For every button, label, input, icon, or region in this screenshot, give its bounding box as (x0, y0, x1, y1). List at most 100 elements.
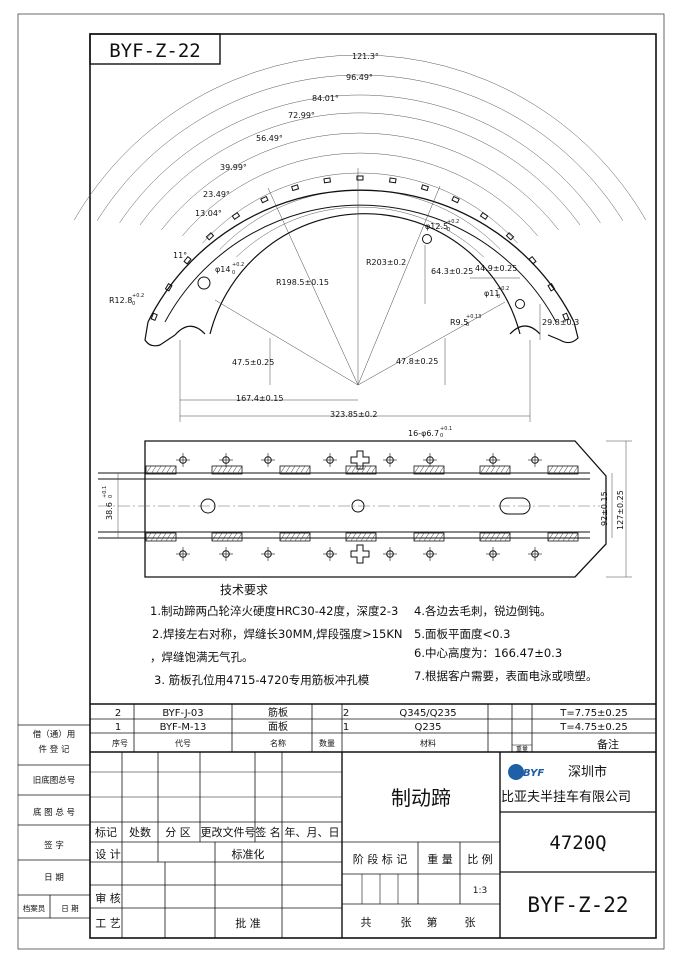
left-cam-notch (174, 325, 206, 336)
plate-dim-92: 92±0.15 (600, 491, 609, 526)
weld-hatch (557, 532, 564, 542)
weld-hatch (479, 532, 486, 542)
bom-row1-name: 面板 (268, 720, 288, 733)
tb-weight: 重 量 (427, 852, 453, 866)
angle-arc (96, 74, 624, 221)
weld-hatch (504, 532, 511, 542)
r9-tol-top: +0.13 (466, 314, 481, 320)
tb-review: 审 核 (95, 891, 121, 905)
bom-row1-material: Q235 (415, 722, 442, 733)
company-logo: BYF (508, 764, 544, 780)
tb-mark: 标记 (95, 825, 117, 839)
weld-hatch (165, 465, 172, 475)
radius-line-right (357, 185, 441, 386)
side-register: 件 登 记 (39, 744, 70, 755)
tb-standard: 标准化 (232, 847, 265, 861)
radius-outer-label: R203±0.2 (366, 258, 406, 267)
bom-text: 2 BYF-J-03 筋板 2 Q345/Q235 T=7.75±0.25 1 … (112, 706, 628, 753)
hole-r-label: R12.8 (109, 296, 132, 305)
bom-row2-code: BYF-J-03 (162, 708, 203, 719)
tb-page: 第 (427, 915, 438, 929)
weld-hatch (355, 532, 362, 542)
weld-hatch (221, 532, 228, 542)
weld-hatch (494, 465, 501, 475)
tb-change-doc: 更改文件号 (201, 825, 256, 839)
tech-left-4: 3. 筋板孔位用4715-4720专用筋板冲孔模 (154, 673, 370, 687)
radius-line-left-low (214, 299, 359, 386)
hole-right-mid-tol-bottom: 0 (497, 294, 500, 300)
rivet-slot (205, 232, 215, 241)
weld-hatch (160, 465, 167, 475)
weld-hatch (304, 532, 311, 542)
cross-hole (350, 450, 370, 470)
tb-count: 处数 (129, 826, 151, 839)
weld-hatch (160, 532, 167, 542)
side-strip-text: 借（通）用 件 登 记 旧底图总号 底 图 总 号 签 字 日 期 档案员 日 … (23, 729, 79, 913)
weld-hatch (562, 532, 569, 542)
weld-hatch (216, 465, 223, 475)
weld-hatch (145, 532, 152, 542)
weld-hatch (562, 465, 569, 475)
plate-holes (176, 450, 542, 564)
hole-large-tol-top: +0.2 (232, 262, 244, 268)
bom-header-code: 代号 (175, 738, 191, 748)
rivet-slot (150, 312, 158, 321)
angle-96: 96.49° (346, 73, 373, 82)
bom-header-name: 名称 (270, 738, 286, 748)
model-number: 4720Q (549, 832, 606, 854)
angle-56: 56.49° (256, 134, 283, 143)
radius-line-right-low (357, 301, 506, 386)
bom-row2-no: 2 (115, 708, 121, 719)
angle-23: 23.49° (203, 190, 230, 199)
cross-hole (350, 544, 370, 564)
weld-hatch (567, 532, 574, 542)
web-inner-arc (209, 213, 521, 335)
rivet-slot (562, 312, 570, 321)
weld-hatch (216, 532, 223, 542)
weld-hatch (289, 465, 296, 475)
weld-hatch (438, 532, 445, 542)
bom-row2-material: Q345/Q235 (399, 708, 456, 719)
logo-text: BYF (523, 768, 544, 779)
side-strip (18, 724, 90, 919)
angle-121: 121.3° (352, 52, 379, 61)
plate-slot-right (499, 497, 531, 515)
tech-right-5: 5.面板平面度<0.3 (414, 627, 510, 641)
weld-hatch (345, 532, 352, 542)
hole-left (197, 276, 211, 290)
plate-hole-centre (351, 499, 365, 513)
bom-row1-code: BYF-M-13 (160, 722, 207, 733)
weld-hatch (484, 532, 491, 542)
side-archive: 档案员 (23, 903, 46, 913)
radius-line-left (267, 187, 359, 386)
rivet-slot (528, 256, 537, 265)
weld-hatch (428, 465, 435, 475)
weld-hatch (145, 465, 152, 475)
weld-hatch (289, 532, 296, 542)
bom-header-note: 备注 (597, 737, 619, 751)
angle-39: 39.99° (220, 163, 247, 172)
plate-holes-label: 16-φ6.7 (408, 429, 439, 438)
weld-hatch (413, 532, 420, 542)
weld-hatch (360, 465, 367, 475)
weld-hatch (499, 465, 506, 475)
bom-header-material: 材料 (420, 738, 436, 748)
tech-right-6: 6.中心高度为：166.47±0.3 (414, 646, 562, 660)
tb-signature: 签 名 (255, 825, 281, 839)
plate-dim-left-tol-top: +0.1 (102, 486, 108, 498)
rivet-slot (547, 283, 556, 292)
weld-hatch (572, 465, 579, 475)
side-borrow: 借（通）用 (33, 729, 76, 740)
hole-r-tol-bottom: 0 (132, 301, 135, 307)
rivet-slot (183, 256, 192, 265)
weld-hatch (355, 465, 362, 475)
dim-323-label: 323.85±0.2 (330, 410, 377, 419)
tb-total: 共 (361, 916, 372, 929)
hole-large-tol-bottom: 0 (232, 270, 235, 276)
technical-requirements: 技术要求 1.制动蹄两凸轮淬火硬度HRC30-42度，深度2-3 2.焊接左右对… (150, 583, 597, 687)
bom-row2-qty: 2 (343, 708, 349, 719)
weld-hatch (345, 465, 352, 475)
tech-left-2: 2.焊接左右对称，焊缝长30MM,焊段强度>15KN (152, 627, 403, 641)
angle-arc (161, 132, 559, 231)
weld-hatch (552, 465, 559, 475)
